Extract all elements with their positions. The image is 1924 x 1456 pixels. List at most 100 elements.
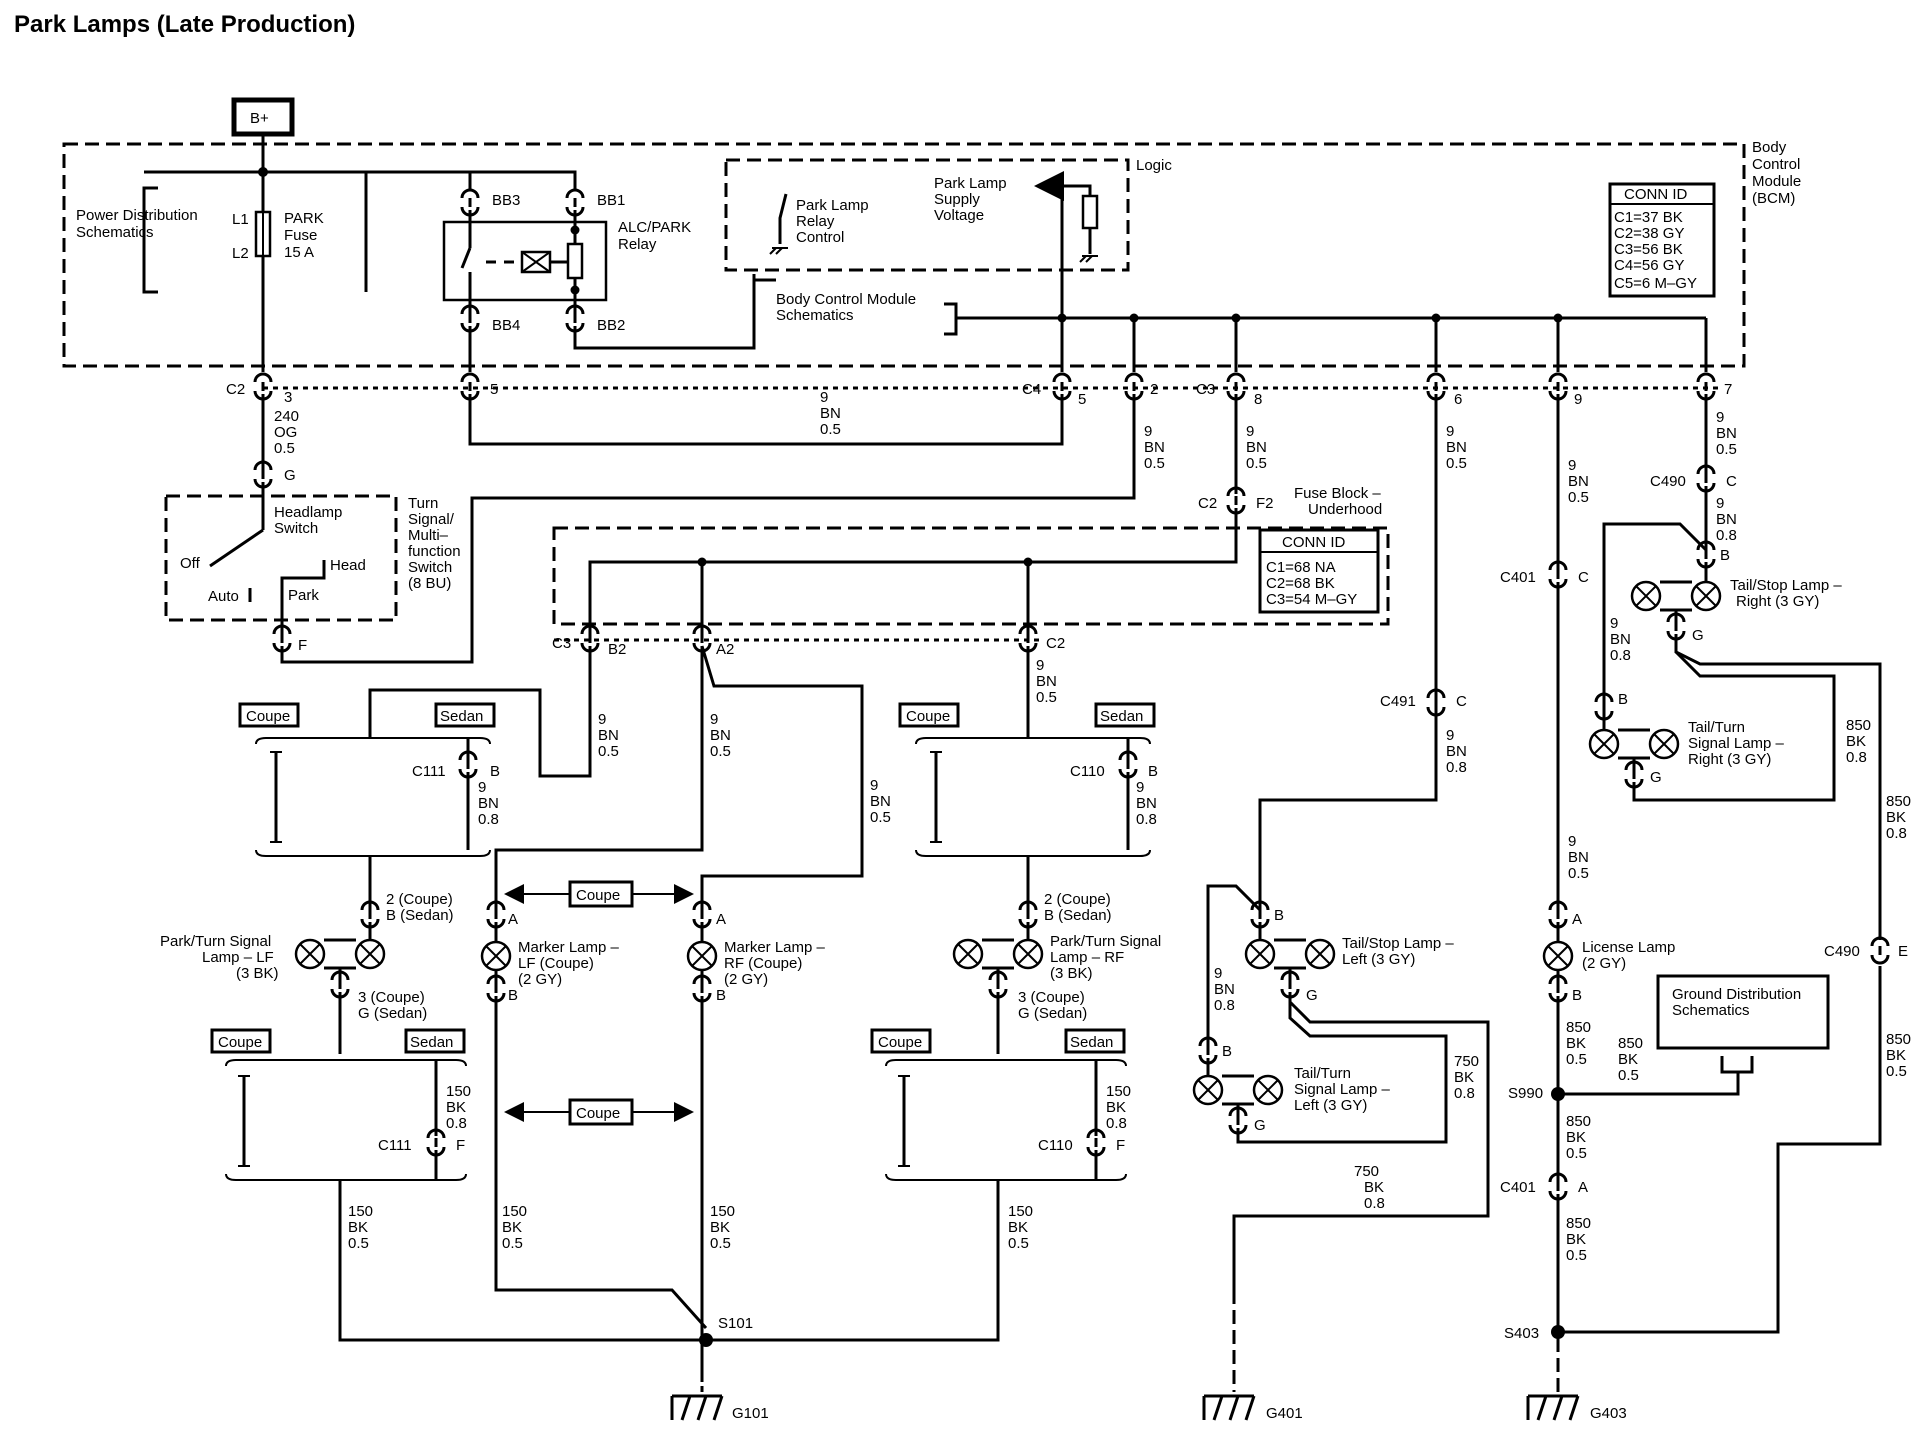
ground-dist-label: Schematics — [1672, 1002, 1750, 1019]
connector-pin: B — [1222, 1043, 1232, 1060]
lamp-label: License Lamp — [1582, 939, 1675, 956]
relay-pin: BB3 — [492, 192, 520, 209]
wire-label: 9 — [820, 389, 828, 406]
marker-lamp-rf: A B Marker Lamp – RF (Coupe) (2 GY) — [686, 900, 826, 1004]
wire-label: BK — [710, 1219, 730, 1236]
connector-pin: G — [1650, 769, 1662, 786]
option-label: Sedan — [1070, 1034, 1113, 1051]
connector-label: C490 — [1650, 473, 1686, 490]
wire-label: 850 — [1566, 1113, 1591, 1130]
power-dist-bracket — [142, 186, 158, 294]
wire-label: 150 — [1106, 1083, 1131, 1100]
wire-label: 9 — [1036, 657, 1044, 674]
wire-label-240: 240 OG 0.5 — [274, 408, 299, 457]
control-label: Control — [796, 229, 844, 246]
lamp-label: (2 GY) — [1582, 955, 1626, 972]
connector-pin: G — [1306, 987, 1318, 1004]
wire-label-850-c490: 850 BK 0.8 — [1886, 793, 1911, 842]
wire-label-c491: 9 BN 0.8 — [1446, 727, 1467, 776]
logic-label: Logic — [1136, 157, 1172, 174]
wire-label-c3-8: 9 BN 0.5 — [1246, 423, 1267, 472]
ground-dist-label: Ground Distribution — [1672, 986, 1801, 1003]
connector-label: C401 — [1500, 1179, 1536, 1196]
wire-label-license: 850 BK 0.5 — [1566, 1019, 1591, 1068]
lamp-label: Right (3 GY) — [1688, 751, 1771, 768]
park-lamp-relay-control: Park Lamp Relay Control — [769, 193, 869, 255]
fuse-label: 15 A — [284, 244, 314, 261]
wire-label: 850 — [1566, 1215, 1591, 1232]
wire-label: BN — [1610, 631, 1631, 648]
wire-label: 0.8 — [1610, 647, 1631, 664]
wire-label: BK — [1566, 1035, 1586, 1052]
wire-label: 9 — [1568, 833, 1576, 850]
connector-pin: 8 — [1254, 391, 1262, 408]
bcm-conn-id: CONN ID C1=37 BK C2=38 GY C3=56 BK C4=56… — [1608, 182, 1716, 298]
license-lamp: A B License Lamp (2 GY) — [1542, 900, 1675, 1004]
wire-label: BN — [1716, 425, 1737, 442]
lamp-label: Park/Turn Signal — [160, 933, 271, 950]
option-label: Coupe — [246, 708, 290, 725]
splice-s403: S403 — [1504, 1325, 1565, 1342]
lamp-label: Park/Turn Signal — [1050, 933, 1161, 950]
connector-pin: G — [1254, 1117, 1266, 1134]
lamp-label: LF (Coupe) — [518, 955, 594, 972]
wire-label: 9 — [1144, 423, 1152, 440]
wire-label: 0.5 — [1446, 455, 1467, 472]
fuse-label: PARK — [284, 210, 324, 227]
lamp-label: Left (3 GY) — [1342, 951, 1415, 968]
option-label: Sedan — [410, 1034, 453, 1051]
wire-label: 0.8 — [1886, 825, 1907, 842]
wire-label: 150 — [502, 1203, 527, 1220]
pin-text: G (Sedan) — [358, 1005, 427, 1022]
option-label: Sedan — [1100, 708, 1143, 725]
supply-label: Park Lamp — [934, 175, 1007, 192]
relay-name: Relay — [618, 236, 657, 253]
lamp-label: Left (3 GY) — [1294, 1097, 1367, 1114]
connector-pin: 5 — [490, 381, 498, 398]
wire-label-c3-6: 9 BN 0.5 — [1446, 423, 1467, 472]
park-fuse: L1 L2 PARK Fuse 15 A — [232, 210, 324, 262]
wire-label-c3-7: 9 BN 0.5 — [1716, 409, 1737, 458]
wire-label: BK — [1106, 1099, 1126, 1116]
wire-label: 0.8 — [1846, 749, 1867, 766]
wire-label: 9 — [1610, 615, 1618, 632]
wire-label-marker-rf: 150 BK 0.5 — [710, 1203, 735, 1252]
pin-text: 2 (Coupe) — [1044, 891, 1111, 908]
switch-pin: F — [298, 637, 307, 654]
wire-label: BK — [1454, 1069, 1474, 1086]
pin-text: B (Sedan) — [386, 907, 454, 924]
conn-id-row: C4=56 GY — [1614, 257, 1684, 274]
wire-label: 0.5 — [1568, 489, 1589, 506]
conn-id-row: C3=56 BK — [1614, 241, 1683, 258]
connector-pin: B — [1618, 691, 1628, 708]
fuse-block-name: Fuse Block – — [1294, 485, 1381, 502]
wire-label: 9 — [1446, 423, 1454, 440]
switch-label: Headlamp — [274, 504, 342, 521]
pin-text: B (Sedan) — [1044, 907, 1112, 924]
assembly-label: Switch — [408, 559, 452, 576]
fuse-block-conn-id: CONN ID C1=68 NA C2=68 BK C3=54 M–GY — [1258, 528, 1380, 614]
fuse-block-pin: B2 — [608, 641, 626, 658]
wire-label-c401-a: 850 BK 0.5 — [1566, 1215, 1591, 1264]
wire-label: 0.8 — [1446, 759, 1467, 776]
fuse-block-pin: F2 — [1256, 495, 1274, 512]
wire-label: 0.5 — [1246, 455, 1267, 472]
wire-label: BK — [1566, 1231, 1586, 1248]
lamp-label: (3 BK) — [236, 965, 279, 982]
wire-label-tail-right: 9 BN 0.8 — [1610, 615, 1631, 664]
wire-label-a2-branch: 9 BN 0.5 — [870, 777, 891, 826]
coupe-arrow-top: Coupe — [504, 880, 694, 908]
connector-label: C111 — [412, 763, 446, 780]
wire-label: 9 — [1246, 423, 1254, 440]
bcm-name-line: Control — [1752, 156, 1800, 173]
rf-option-coupe-top: Coupe Sedan C110 B 9 BN 0.8 — [898, 702, 1158, 857]
wire-label: BN — [1446, 743, 1467, 760]
connector-pin: C — [1578, 569, 1589, 586]
wire-label: 9 — [1214, 965, 1222, 982]
connector-pin: B — [490, 763, 500, 780]
fuse-block-pin: C3 — [552, 635, 571, 652]
fuse-block-pin: C2 — [1046, 635, 1065, 652]
bcm-name-line: (BCM) — [1752, 190, 1795, 207]
wire-label: 0.5 — [1036, 689, 1057, 706]
